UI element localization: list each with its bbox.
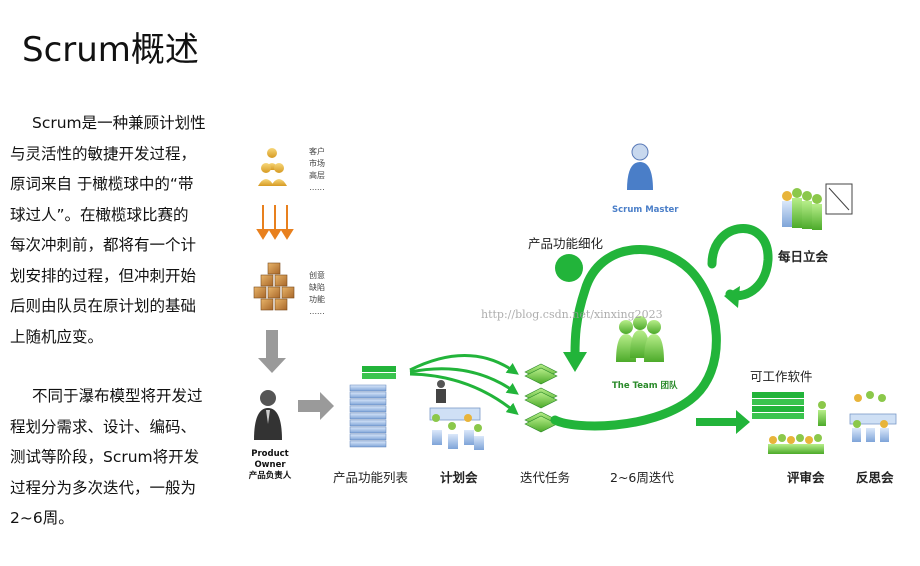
watermark-text: http://blog.csdn.net/xinxing2023 [481, 308, 663, 321]
refinement-label: 产品功能细化 [528, 236, 604, 251]
para2-line-5: 2~6周。 [10, 509, 74, 527]
paragraph-iterations: 不同于瀑布模型将开发过 程划分需求、设计、编码、 测试等阶段，Scrum将开发 … [10, 381, 220, 534]
sprint-loop [550, 245, 721, 431]
idea-creative: 创意 [309, 271, 325, 280]
para1-line-7: 后则由队员在原计划的基础 [10, 297, 197, 315]
para2-line-3: 测试等阶段，Scrum将开发 [10, 448, 200, 466]
para1-line-4: 球过人”。在橄榄球比赛的 [10, 205, 189, 224]
review-meeting-icon [768, 434, 824, 454]
orange-down-arrows-icon [256, 205, 294, 240]
team-label: The Team 团队 [612, 381, 678, 391]
para1-line-8: 上随机应变。 [10, 327, 104, 346]
review-meeting-label: 评审会 [787, 470, 825, 485]
para1-line-6: 划安排的过程，但冲刺开始 [10, 266, 197, 285]
para1-line-3: 原词来自 于橄榄球中的“带 [10, 175, 194, 193]
retrospective-label: 反思会 [856, 470, 894, 485]
sprint-loop-arrowhead [563, 352, 587, 372]
idea-boxes-icon [253, 262, 295, 311]
product-owner-label: Product Owner 产品负责人 [238, 449, 302, 482]
stakeholders-icon [258, 148, 287, 186]
para2-line-2: 程划分需求、设计、编码、 [10, 417, 197, 436]
planning-meeting-label: 计划会 [440, 470, 478, 485]
daily-standup-label: 每日立会 [778, 249, 829, 264]
sprint-duration-label: 2~6周迭代 [610, 470, 674, 485]
sprint-backlog-icon [524, 363, 558, 433]
ideas-label: 创意 缺陷 功能 ...... [300, 270, 334, 318]
daily-loop [707, 224, 773, 301]
team-icon [616, 316, 664, 362]
daily-loop-arrowhead [724, 286, 740, 308]
daily-standup-icon [782, 183, 853, 230]
para1-line-2: 与灵活性的敏捷开发过程， [10, 144, 197, 163]
grey-right-arrow-icon [298, 392, 334, 420]
stakeholders-label: 客户 市场 高层 ...... [300, 146, 334, 194]
working-software-icon [752, 392, 826, 426]
idea-feature: 功能 [309, 295, 325, 304]
product-owner-zh: 产品负责人 [248, 471, 292, 481]
scrum-master-label: Scrum Master [612, 205, 679, 215]
planning-meeting-icon [429, 380, 484, 450]
idea-more: ...... [309, 307, 325, 316]
para1-line-5: 每次冲刺前，都将有一个计 [10, 236, 197, 254]
refinement-dot [555, 254, 583, 282]
product-owner-icon [254, 390, 282, 440]
para2-line-1: 不同于瀑布模型将开发过 [32, 387, 203, 405]
sprint-backlog-label: 迭代任务 [520, 470, 571, 485]
page-title: Scrum概述 [22, 30, 199, 70]
retrospective-meeting-icon [849, 391, 897, 442]
product-backlog-label: 产品功能列表 [333, 470, 409, 485]
para1-line-1: Scrum是一种兼顾计划性 [32, 114, 206, 132]
working-software-label: 可工作软件 [750, 369, 813, 384]
stakeholder-executives: 高层 [309, 171, 325, 180]
paragraph-intro: Scrum是一种兼顾计划性 与灵活性的敏捷开发过程， 原词来自 于橄榄球中的“带… [10, 108, 220, 352]
idea-defect: 缺陷 [309, 283, 325, 292]
product-owner-en: Product Owner [251, 449, 289, 470]
output-arrow [696, 410, 750, 434]
product-backlog-icon [349, 366, 396, 448]
planning-arrows [409, 354, 519, 416]
stakeholder-customer: 客户 [309, 147, 325, 156]
scrum-master-icon [627, 143, 653, 190]
para2-line-4: 过程分为多次迭代，一般为 [10, 478, 197, 497]
stakeholder-more: ...... [309, 183, 325, 192]
grey-down-arrow-icon [258, 330, 286, 373]
stakeholder-market: 市场 [309, 159, 325, 168]
